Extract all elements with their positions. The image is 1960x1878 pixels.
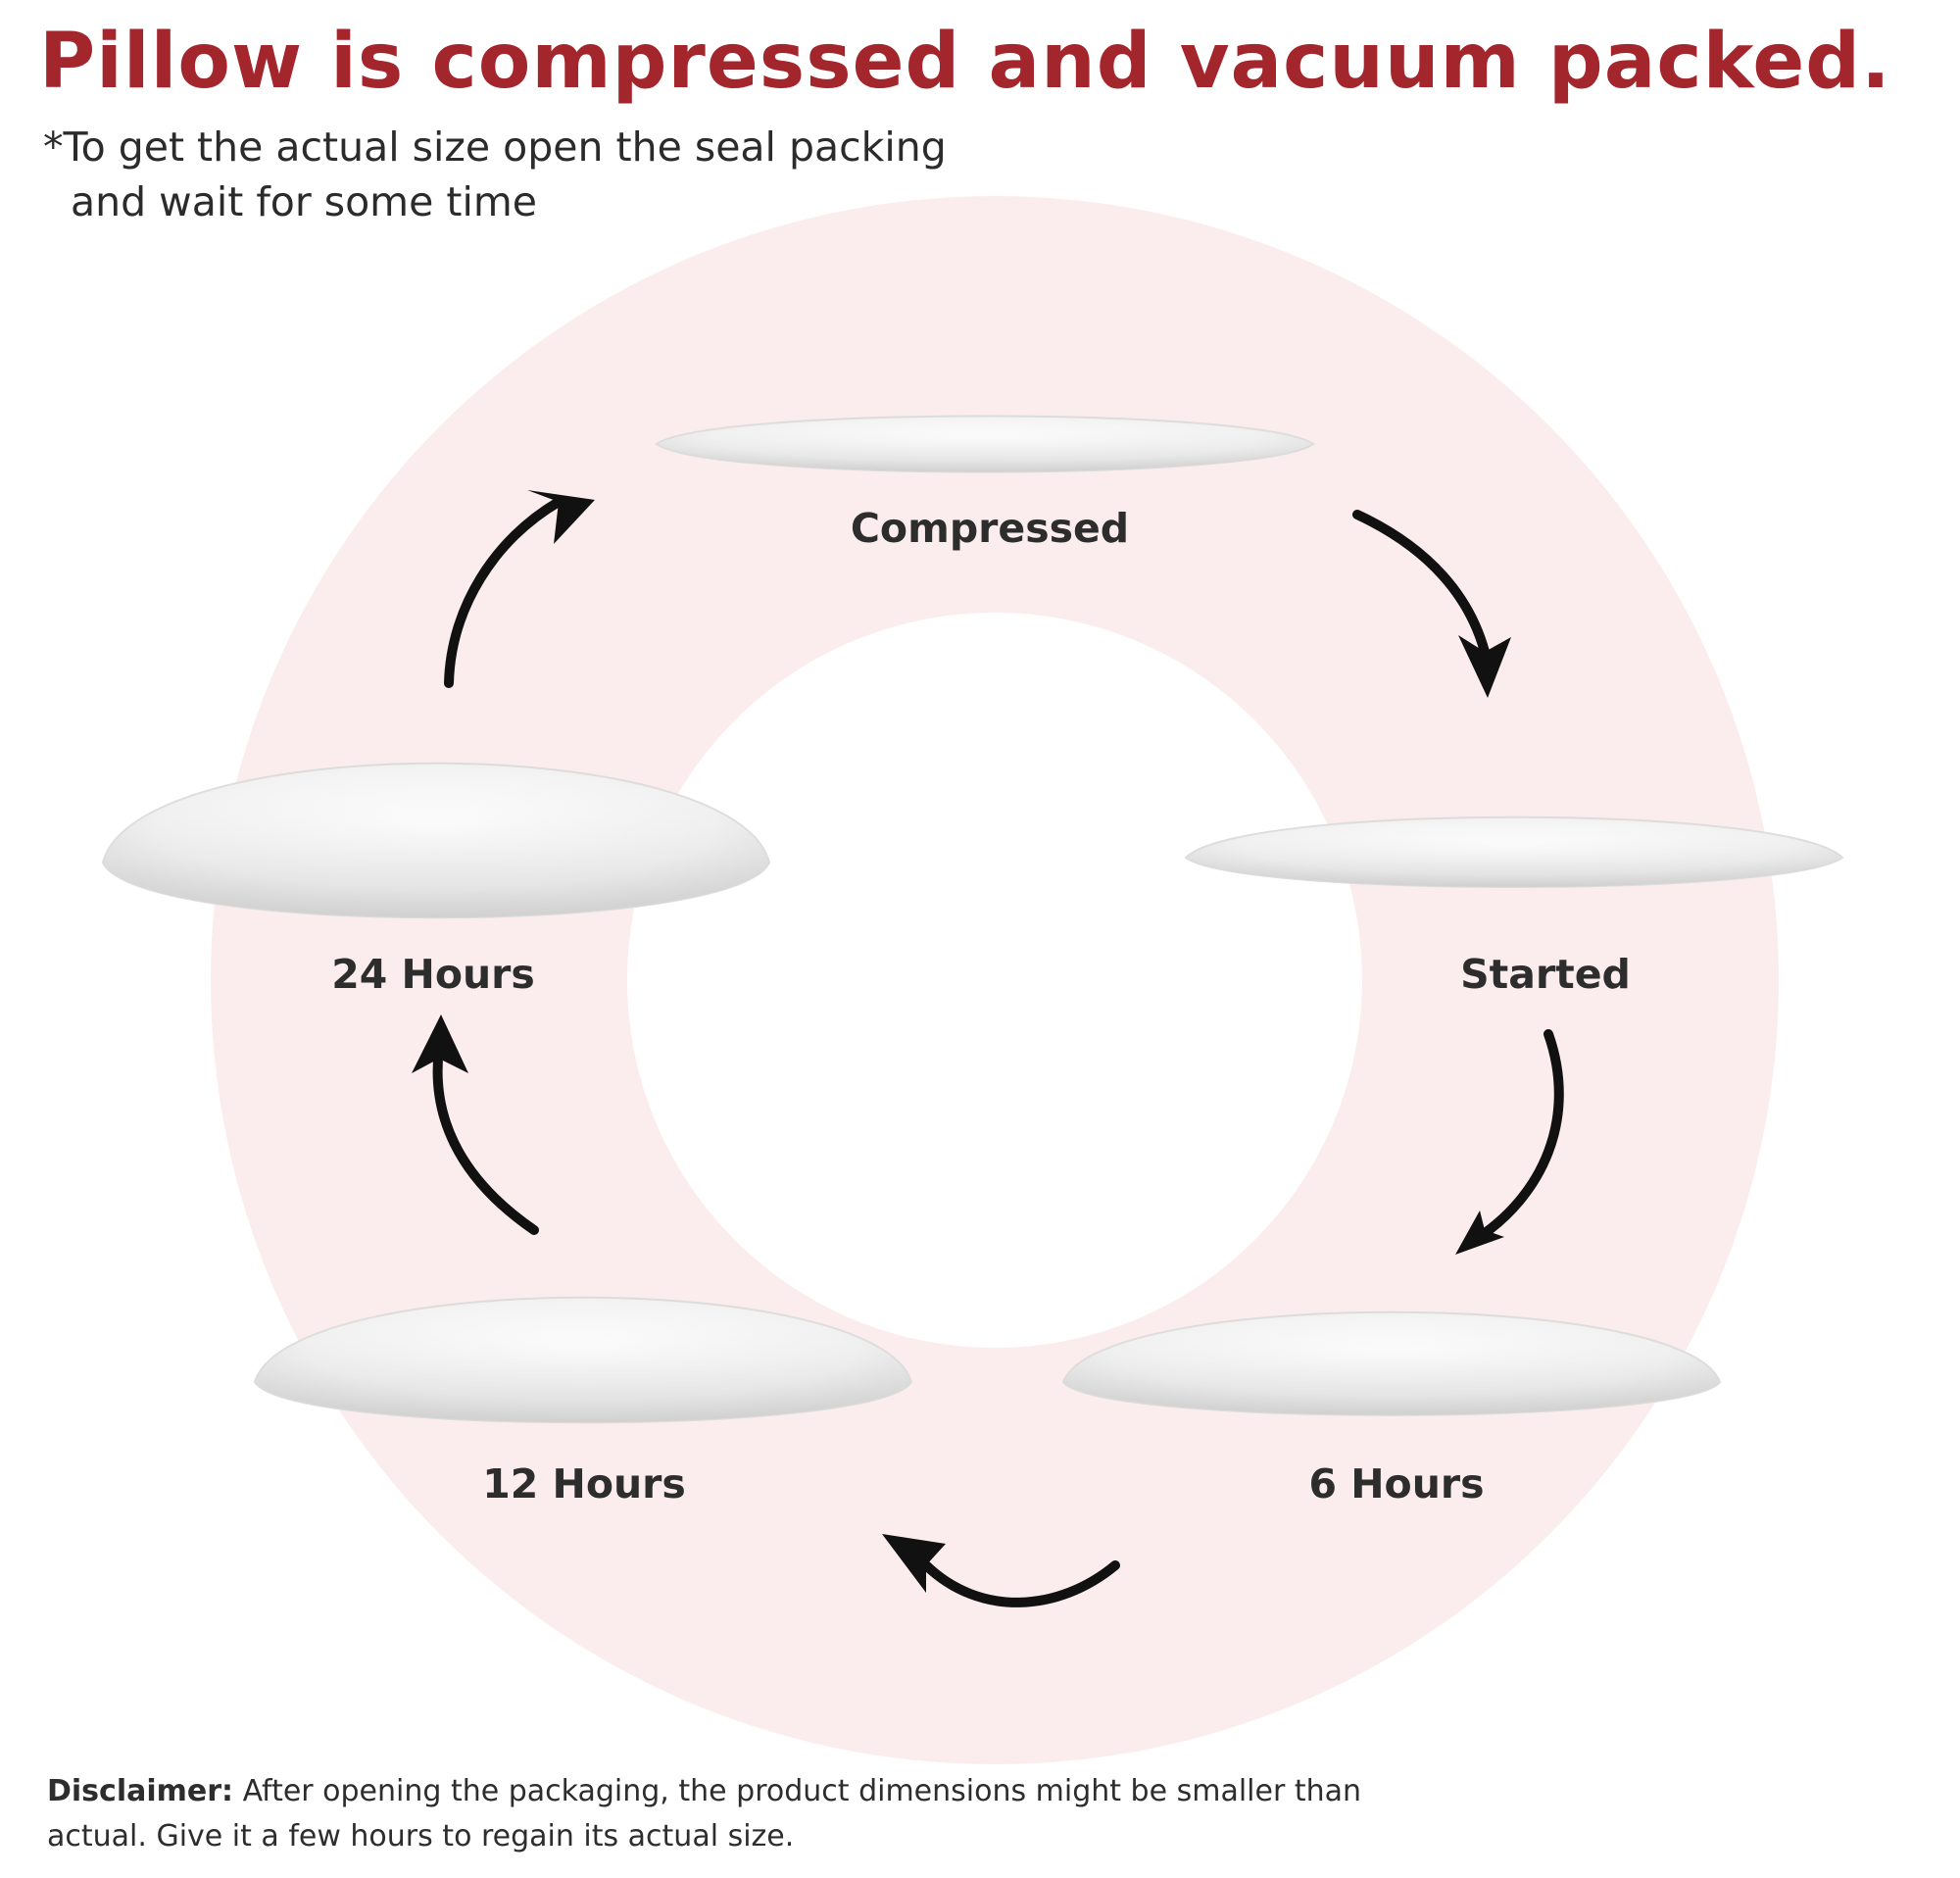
- arrow-12-hours-to-24-hours: [432, 1044, 539, 1235]
- pillow-compressed: [655, 415, 1315, 473]
- arrowhead-started-to-6-hours: [1455, 1211, 1504, 1255]
- arrowhead-12-hours-to-24-hours: [412, 1014, 468, 1073]
- arrowhead-6-hours-to-12-hours: [882, 1534, 946, 1593]
- note-line-2: and wait for some time: [71, 178, 538, 225]
- stage-label-compressed: Compressed: [850, 505, 1130, 552]
- disclaimer: Disclaimer: After opening the packaging,…: [47, 1769, 1419, 1859]
- stage-label-started: Started: [1460, 951, 1631, 998]
- stage-label-6-hours: 6 Hours: [1308, 1460, 1485, 1507]
- instruction-note: *To get the actual size open the seal pa…: [43, 120, 1317, 229]
- note-line-1: *To get the actual size open the seal pa…: [43, 124, 947, 171]
- pillow-24-hours: [101, 762, 771, 919]
- arrow-6-hours-to-12-hours: [921, 1560, 1120, 1607]
- page-title: Pillow is compressed and vacuum packed.: [39, 18, 1891, 106]
- stage-label-12-hours: 12 Hours: [482, 1460, 686, 1507]
- cycle-ring-center: [627, 613, 1362, 1348]
- arrowhead-24-hours-to-compressed: [527, 490, 595, 544]
- pillow-started: [1184, 815, 1844, 888]
- arrow-compressed-to-started: [1352, 510, 1490, 657]
- disclaimer-label: Disclaimer:: [47, 1774, 234, 1808]
- pillow-12-hours: [253, 1296, 913, 1424]
- arrowhead-compressed-to-started: [1458, 635, 1511, 698]
- disclaimer-text: After opening the packaging, the product…: [47, 1774, 1362, 1853]
- arrow-24-hours-to-compressed: [444, 497, 564, 688]
- arrow-started-to-6-hours: [1470, 1029, 1564, 1245]
- pillow-6-hours: [1061, 1310, 1722, 1416]
- stage-label-24-hours: 24 Hours: [331, 951, 535, 998]
